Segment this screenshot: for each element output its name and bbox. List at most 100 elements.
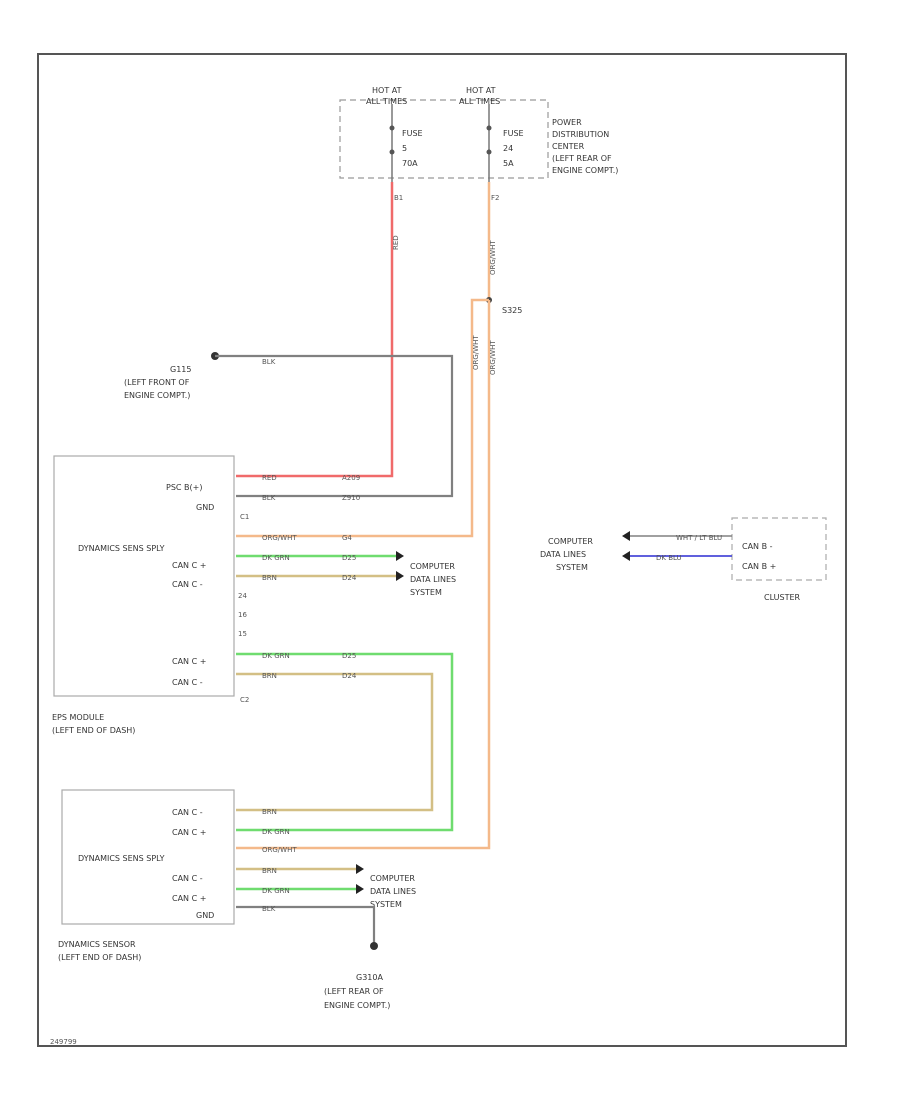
org-label-3: ORG/WHT <box>262 846 297 854</box>
arrow-icon <box>356 864 364 874</box>
power-distribution-box <box>339 99 549 179</box>
dkgrn-label-3: DK GRN <box>262 828 290 836</box>
cluster-wire1: WHT / LT BLU <box>676 534 722 542</box>
data-lines-s3: SYSTEM <box>370 900 402 909</box>
blk-label-sensor: BLK <box>262 905 276 913</box>
brn-label: BRN <box>262 574 277 582</box>
ground-terminal <box>370 942 378 950</box>
hot-label-2: HOT AT <box>466 86 496 95</box>
blk-label: BLK <box>262 358 276 366</box>
brn-label-4: BRN <box>262 867 277 875</box>
cluster-pin-canbp: CAN B + <box>742 562 776 571</box>
eps-module-box <box>53 455 235 697</box>
sensor-label-1: DYNAMICS SENSOR <box>58 940 136 949</box>
brn-label-3: BRN <box>262 808 277 816</box>
cluster-data-3: SYSTEM <box>556 563 588 572</box>
fuse-node <box>389 125 395 131</box>
blk-circ-label: Z910 <box>342 494 360 502</box>
cluster-wire2: DK BLU <box>656 554 682 562</box>
hot-label-2b: ALL TIMES <box>459 97 500 106</box>
eps-pin-canm2: CAN C - <box>172 678 203 687</box>
red-wire <box>236 182 394 478</box>
tan-wire-loop <box>236 672 434 812</box>
fuse1-label: FUSE <box>402 129 423 138</box>
ground-g-label-3: ENGINE COMPT.) <box>124 391 190 400</box>
eps-pin-psc: PSC B(+) <box>166 483 202 492</box>
sensor-ground-wire <box>236 905 376 946</box>
orange-wire-label: ORG/WHT <box>489 240 497 275</box>
data-lines-s1: COMPUTER <box>370 874 415 883</box>
eps-pin-canp2: CAN C + <box>172 657 206 666</box>
org-circ-label: G4 <box>342 534 352 542</box>
eps-pin-gnd: GND <box>196 503 214 512</box>
sensor-pin-canm2: CAN C - <box>172 874 203 883</box>
sensor-pin-canp2: CAN C + <box>172 894 206 903</box>
eps-pin-canp: CAN C + <box>172 561 206 570</box>
eps-pin-dyn: DYNAMICS SENS SPLY <box>78 544 165 553</box>
orange-wire-eps <box>236 298 489 538</box>
fuse-node <box>486 125 492 131</box>
eps-pin-num: 15 <box>238 630 247 638</box>
arrow-icon <box>622 551 630 561</box>
data-lines-3: SYSTEM <box>410 588 442 597</box>
pdc-pin2: F2 <box>491 194 499 202</box>
pdc-label-4: (LEFT REAR OF <box>552 154 612 163</box>
cluster-label: CLUSTER <box>764 593 801 602</box>
eps-c2: C2 <box>240 696 249 704</box>
cluster-data-1: COMPUTER <box>548 537 593 546</box>
splice-label: S325 <box>502 306 522 315</box>
org-label-eps: ORG/WHT <box>262 534 297 542</box>
ground-g2-label-1: G310A <box>356 973 383 982</box>
hot-label-1: HOT AT <box>372 86 402 95</box>
pdc-label-2: DISTRIBUTION <box>552 130 609 139</box>
eps-pin-num: 24 <box>238 592 247 600</box>
orange-wire-sensor <box>236 300 491 850</box>
orange-wire-label-3: ORG/WHT <box>489 340 497 375</box>
arrow-icon <box>356 884 364 894</box>
sensor-label-2: (LEFT END OF DASH) <box>58 953 141 962</box>
dkgrn-label: DK GRN <box>262 554 290 562</box>
red-circ-label: A209 <box>342 474 360 482</box>
fuse1-num: 5 <box>402 144 407 153</box>
fuse-node <box>486 149 492 155</box>
d25-label: D25 <box>342 554 356 562</box>
dkgrn-label-4: DK GRN <box>262 887 290 895</box>
fuse-node <box>389 149 395 155</box>
ground-g-label-1: G115 <box>170 365 191 374</box>
brn-label-2: BRN <box>262 672 277 680</box>
cluster-pin-canbm: CAN B - <box>742 542 773 551</box>
d25b-label: D25 <box>342 652 356 660</box>
eps-label-2: (LEFT END OF DASH) <box>52 726 135 735</box>
pdc-label-3: CENTER <box>552 142 585 151</box>
arrow-icon <box>622 531 630 541</box>
hot-label-1b: ALL TIMES <box>366 97 407 106</box>
d24b-label: D24 <box>342 672 357 680</box>
diagram-frame <box>37 53 847 1047</box>
ground-g-label-2: (LEFT FRONT OF <box>124 378 190 387</box>
ground-g2-label-3: ENGINE COMPT.) <box>324 1001 390 1010</box>
eps-label-1: EPS MODULE <box>52 713 104 722</box>
fuse2-num: 24 <box>503 144 513 153</box>
data-lines-2: DATA LINES <box>410 575 456 584</box>
cluster-box <box>731 517 827 581</box>
fuse1-amp: 70A <box>402 159 418 168</box>
pdc-label-5: ENGINE COMPT.) <box>552 166 618 175</box>
sensor-pin-dyn: DYNAMICS SENS SPLY <box>78 854 165 863</box>
eps-c1: C1 <box>240 513 249 521</box>
fuse2-amp: 5A <box>503 159 514 168</box>
red-wire-label: RED <box>392 235 400 250</box>
pdc-label-1: POWER <box>552 118 582 127</box>
data-lines-1: COMPUTER <box>410 562 455 571</box>
data-lines-s2: DATA LINES <box>370 887 416 896</box>
orange-wire-label-2: ORG/WHT <box>472 335 480 370</box>
green-wire-loop <box>236 652 454 832</box>
red-label-eps: RED <box>262 474 277 482</box>
eps-pin-num: 16 <box>238 611 247 619</box>
arrow-icon <box>396 551 404 561</box>
d24-label: D24 <box>342 574 357 582</box>
arrow-icon <box>396 571 404 581</box>
fuse2-label: FUSE <box>503 129 524 138</box>
blk-ground-wire <box>215 354 454 498</box>
footer-code: 249799 <box>50 1038 77 1046</box>
